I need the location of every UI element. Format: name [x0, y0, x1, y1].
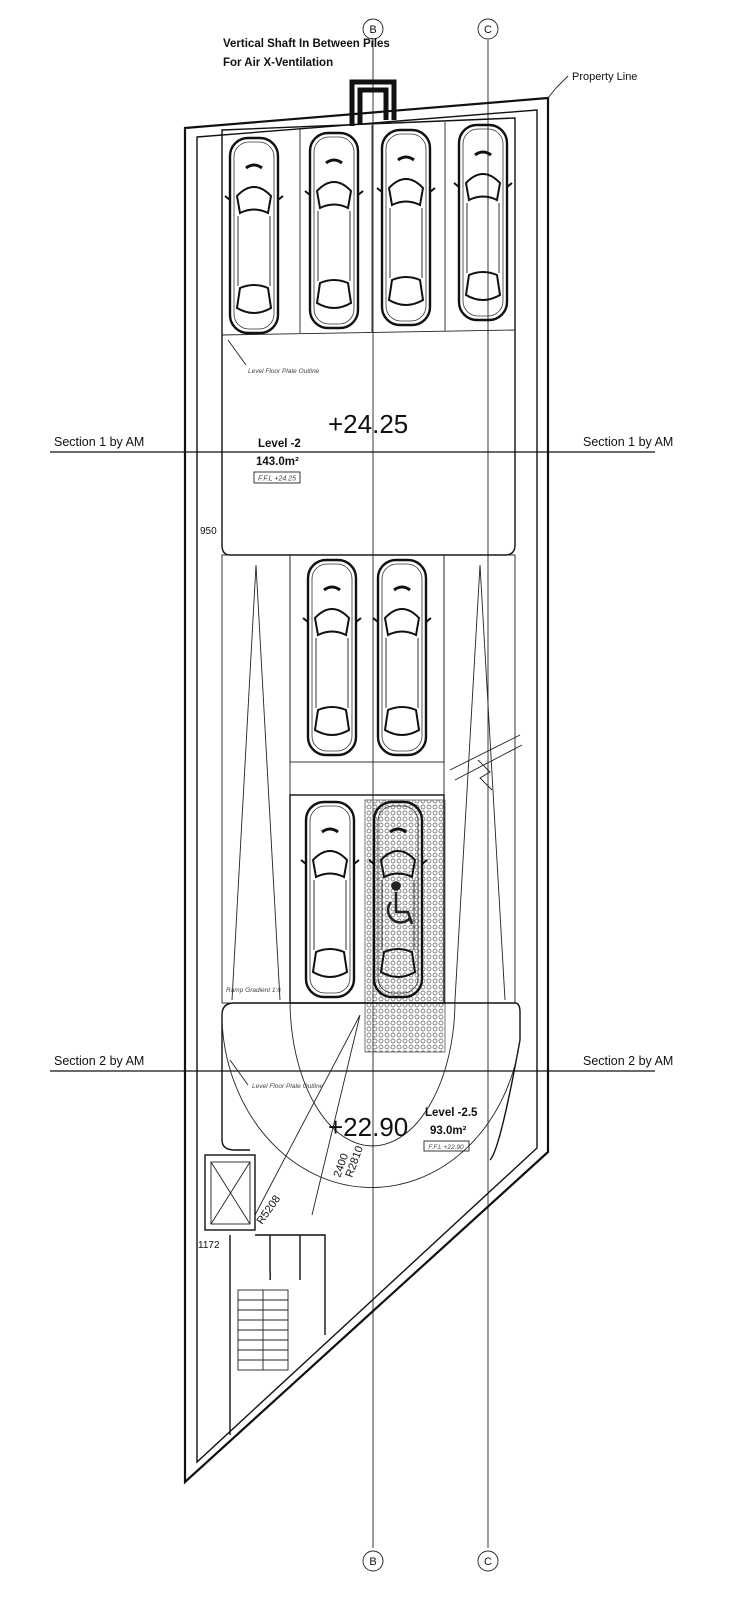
lift-shaft: [204, 1154, 256, 1231]
section-2-label-left: Section 2 by AM: [54, 1054, 144, 1068]
grid-line-c: [477, 18, 499, 1572]
ramp-left: [221, 554, 291, 1004]
level-2-elevation: +24.25: [328, 409, 408, 439]
level-2-5-ffl: F.F.L +22.90: [428, 1144, 464, 1151]
ramp-right: [443, 554, 516, 1004]
ventilation-shaft: [349, 79, 397, 126]
parking-bay-middle: [289, 554, 445, 763]
level-2-name: Level -2: [258, 438, 301, 450]
shaft-title-line1: Vertical Shaft In Between Piles: [223, 38, 390, 50]
dim-1172: 1172: [198, 1240, 220, 1251]
level-2-5-name: Level -2.5: [425, 1107, 478, 1119]
car-icon: [300, 800, 360, 999]
grid-label-c-top: C: [484, 24, 492, 36]
car-icon: [224, 136, 284, 335]
car-icon: [376, 128, 436, 327]
ramp-gradient-label: Ramp Gradient 1:6: [226, 987, 281, 994]
level-2-ffl-box: [253, 471, 301, 484]
wheelchair-icon: [386, 881, 414, 925]
grid-label-b-top: B: [369, 24, 376, 36]
grid-label-c-bottom: C: [484, 1556, 492, 1568]
property-line-leader: [547, 75, 569, 99]
car-icon: [372, 558, 432, 757]
car-icon: [302, 558, 362, 757]
turning-arc-outer: [221, 1019, 521, 1188]
stair-core-walls: [229, 1234, 326, 1435]
level-2-area: 143.0m²: [256, 456, 299, 468]
accessible-hatch-zone: [364, 799, 446, 1053]
car-icon: [368, 800, 428, 999]
section-2-label-right: Section 2 by AM: [583, 1054, 673, 1068]
level-2-5-ffl-box: [423, 1140, 470, 1152]
level-2-5-elevation: +22.90: [328, 1112, 408, 1142]
shaft-title-line2: For Air X-Ventilation: [223, 57, 333, 69]
property-boundary: [183, 96, 550, 1485]
level-2-ffl: F.F.L +24.25: [258, 476, 296, 483]
car-icon: [304, 131, 364, 330]
turning-arc-inner: [289, 999, 456, 1147]
level-outline-label-2: Level Floor Plate Outline: [252, 1083, 324, 1090]
dim-950: 950: [200, 526, 217, 537]
car-icon: [453, 123, 513, 322]
level-2-5-area: 93.0m²: [430, 1125, 467, 1137]
level-2-floor-plate: [221, 117, 516, 556]
section-1-label-right: Section 1 by AM: [583, 435, 673, 449]
property-line-label: Property Line: [572, 71, 637, 83]
perimeter-wall: [196, 109, 538, 1464]
dim-r5208: R5208: [255, 1193, 283, 1226]
section-1-label-left: Section 1 by AM: [54, 435, 144, 449]
level-outline-label-1: Level Floor Plate Outline: [248, 368, 320, 375]
grid-line-b: [362, 18, 384, 1572]
grid-label-b-bottom: B: [369, 1556, 376, 1568]
staircase: [237, 1289, 289, 1371]
break-line: [449, 734, 523, 791]
radius-lines: [254, 1014, 361, 1216]
